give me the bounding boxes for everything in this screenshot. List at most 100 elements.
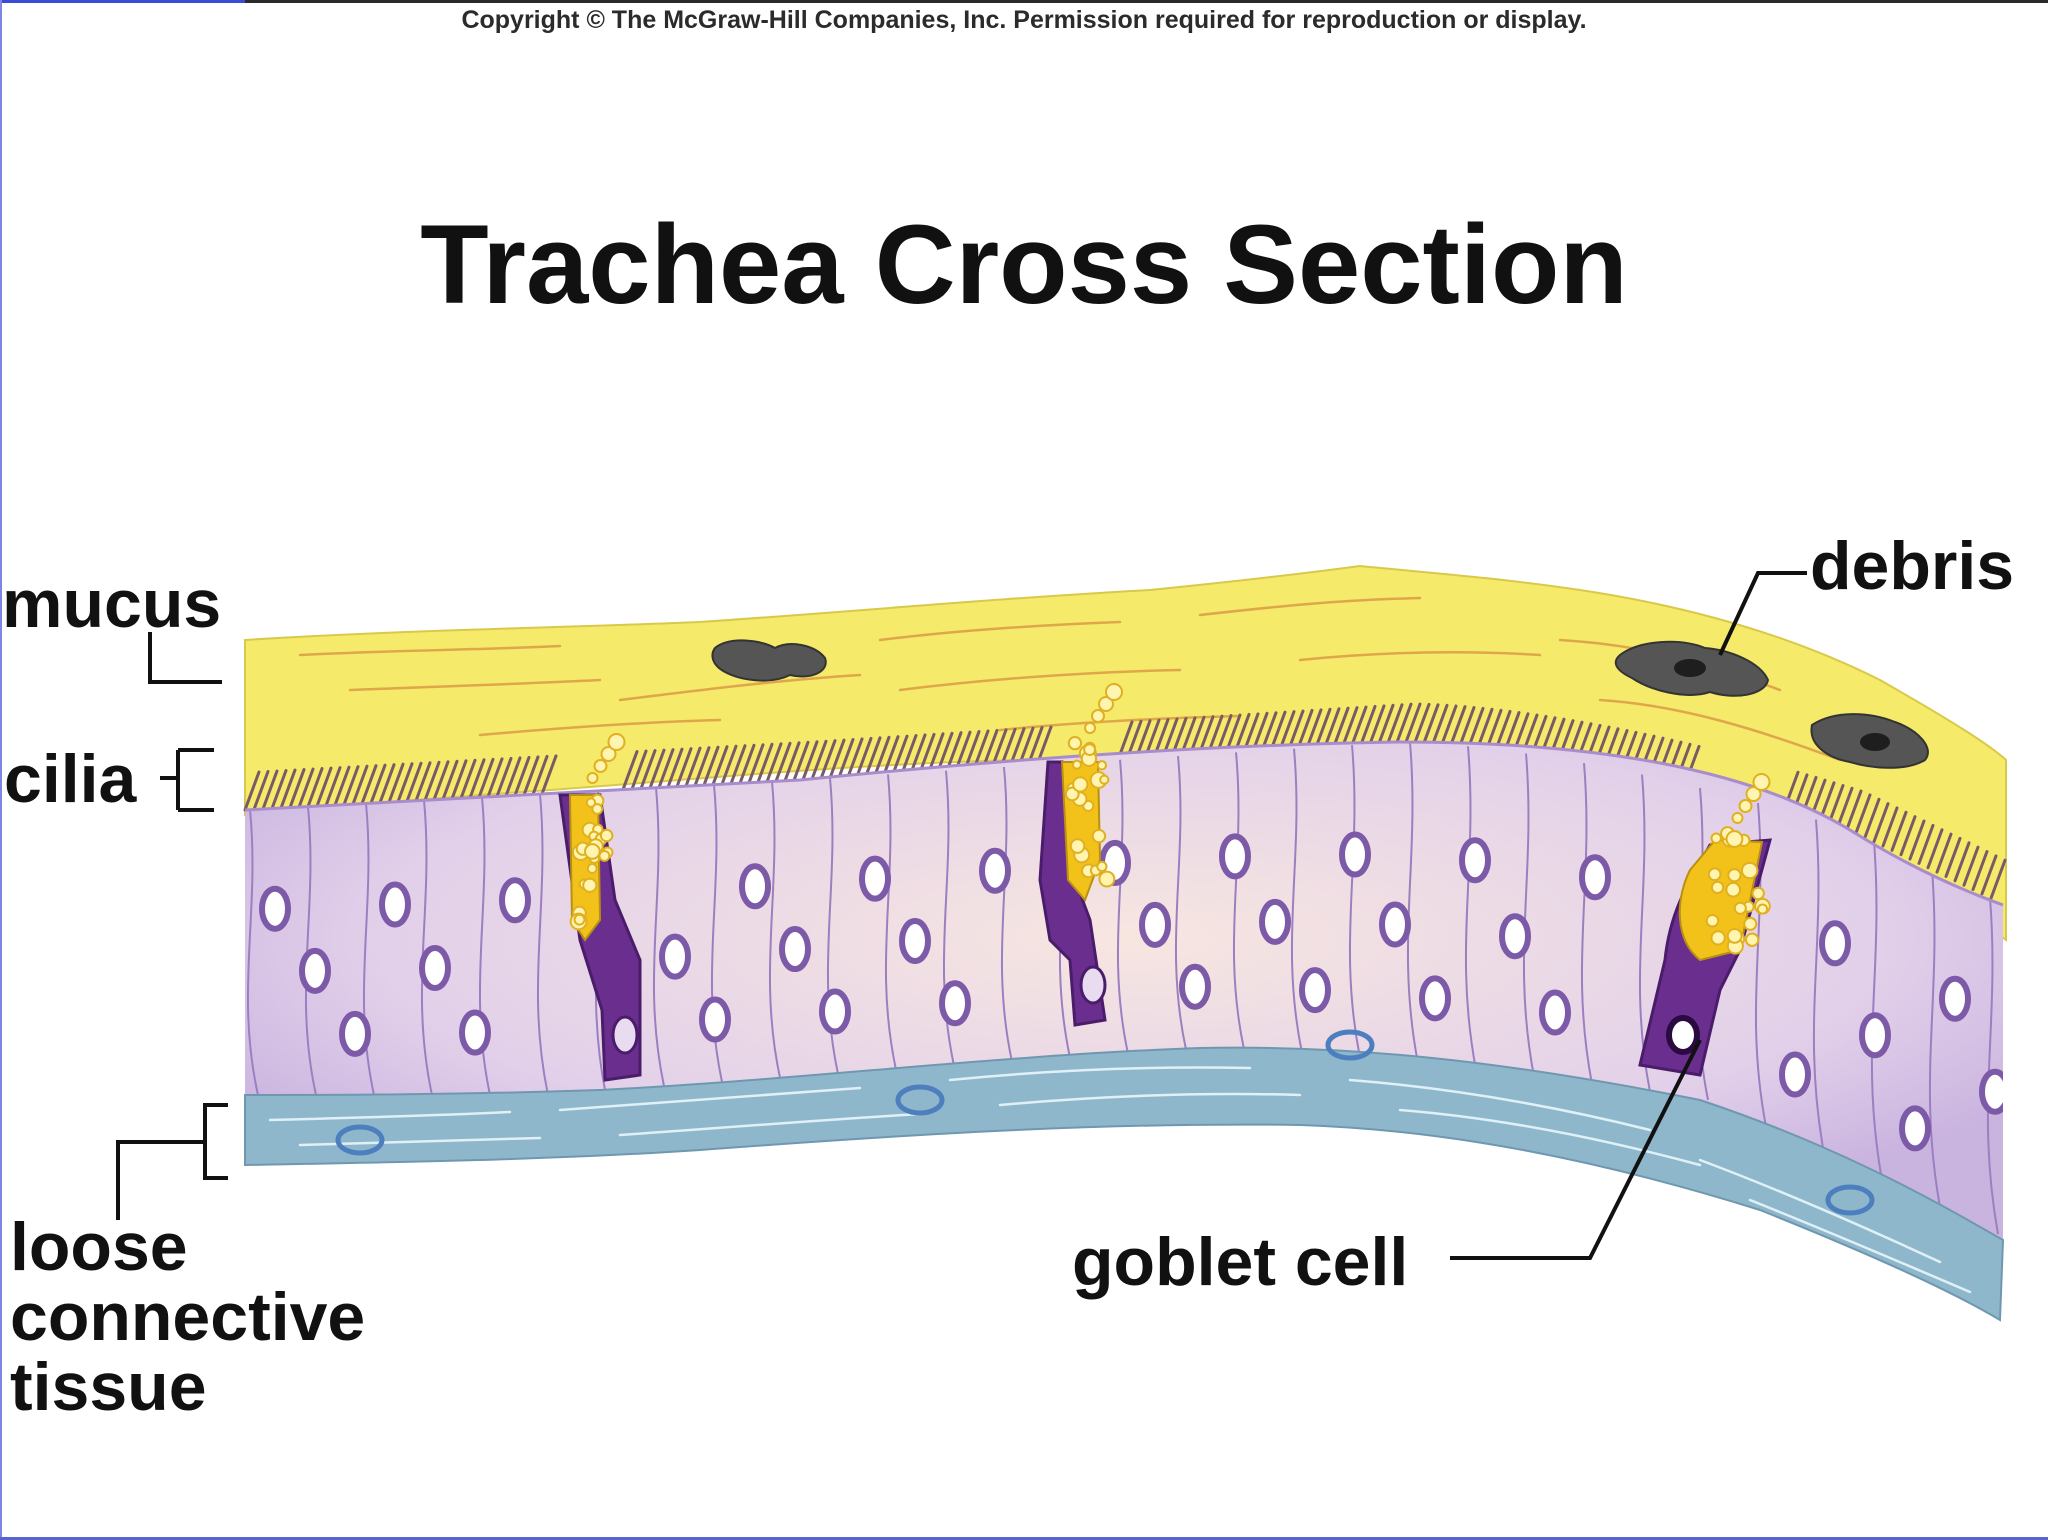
granule	[586, 772, 599, 784]
cilium	[864, 736, 882, 778]
cilium	[1458, 706, 1476, 748]
granule	[1726, 928, 1743, 944]
cilium	[1485, 708, 1503, 750]
granule	[1733, 901, 1747, 915]
cilium	[369, 763, 387, 805]
cilium	[1305, 708, 1323, 750]
cilium	[360, 764, 378, 806]
nucleus	[859, 855, 891, 902]
cilium	[873, 735, 891, 777]
cilium	[333, 765, 351, 807]
cilium	[1872, 802, 1890, 844]
nucleus	[299, 947, 331, 994]
connective-tissue-cells	[335, 1029, 1875, 1216]
nucleus	[1339, 831, 1371, 878]
debris-particles	[711, 639, 1929, 769]
nucleus	[339, 1010, 371, 1057]
nucleus	[1899, 1105, 1931, 1152]
granule	[1725, 830, 1744, 848]
cilium	[774, 741, 792, 783]
cilium	[738, 743, 756, 785]
cilium	[1323, 707, 1341, 749]
cilium	[747, 743, 765, 785]
label-loose-connective-tissue: loose connective tissue	[10, 1212, 430, 1422]
cilium	[513, 755, 531, 797]
cell-boundary	[1000, 766, 1013, 1062]
cilium	[1845, 789, 1863, 831]
connective-tissue-fibers	[268, 1066, 1972, 1294]
cilium	[1296, 708, 1314, 750]
diagram-title: Trachea Cross Section	[420, 202, 1628, 327]
cilium	[504, 756, 522, 798]
cilium	[522, 755, 540, 797]
cilium	[792, 740, 810, 782]
cilium	[666, 747, 684, 789]
nucleus	[1779, 1051, 1811, 1098]
cilium	[702, 745, 720, 787]
granule	[598, 849, 611, 862]
cell-boundary	[478, 797, 491, 1096]
nucleus	[1579, 854, 1611, 901]
cell-boundary	[1986, 897, 1999, 1235]
cilium	[1890, 810, 1908, 852]
cilium	[432, 760, 450, 802]
cilium	[324, 766, 342, 808]
cilium	[1377, 703, 1395, 745]
cilium	[270, 769, 288, 811]
cilium	[1314, 707, 1332, 749]
cilium	[450, 759, 468, 801]
label-debris: debris	[1810, 528, 2015, 604]
label-loose-line3: tissue	[10, 1349, 207, 1425]
cilium	[882, 735, 900, 777]
granule	[573, 913, 586, 926]
nucleus	[739, 863, 771, 910]
cell-boundary	[768, 781, 781, 1079]
cilium	[909, 733, 927, 775]
granule	[1744, 932, 1760, 947]
cilium	[459, 758, 477, 800]
cilium	[1440, 704, 1458, 746]
granule	[1098, 870, 1116, 888]
granule	[1099, 774, 1110, 785]
cell-boundary	[942, 770, 955, 1066]
cilium	[1827, 784, 1845, 826]
cilium	[954, 730, 972, 772]
debris-leader	[1718, 571, 1807, 656]
granule	[1091, 828, 1107, 844]
granule	[582, 877, 598, 893]
granule	[584, 843, 601, 860]
cilium	[378, 763, 396, 805]
granule	[593, 759, 608, 773]
granule	[1105, 683, 1123, 701]
cilium	[1971, 850, 1989, 892]
cilium	[1287, 709, 1305, 751]
nucleus	[1139, 901, 1171, 948]
goblet-cell-leader	[1450, 1039, 1702, 1260]
cilium	[486, 757, 504, 799]
granule	[1071, 759, 1082, 770]
cilium	[765, 742, 783, 784]
cilium	[675, 747, 693, 789]
top-rule	[245, 0, 2048, 3]
top-accent-bar	[0, 0, 245, 3]
cilium	[396, 762, 414, 804]
cilium	[657, 748, 675, 790]
cilium	[477, 757, 495, 799]
cilium	[441, 759, 459, 801]
granule	[1096, 860, 1108, 873]
cilium	[351, 764, 369, 806]
cilium	[648, 748, 666, 790]
cilium	[1836, 786, 1854, 828]
nucleus	[939, 980, 971, 1027]
cell-boundary	[1290, 748, 1303, 1054]
granule	[1710, 832, 1722, 844]
label-goblet-cell: goblet cell	[1072, 1224, 1409, 1300]
cell-nuclei	[259, 831, 2003, 1152]
nucleus	[1459, 837, 1491, 884]
nucleus	[819, 988, 851, 1035]
cell-boundary	[1174, 755, 1187, 1050]
cilium	[819, 739, 837, 781]
mucus-leader	[148, 632, 222, 684]
granule	[1069, 838, 1086, 854]
